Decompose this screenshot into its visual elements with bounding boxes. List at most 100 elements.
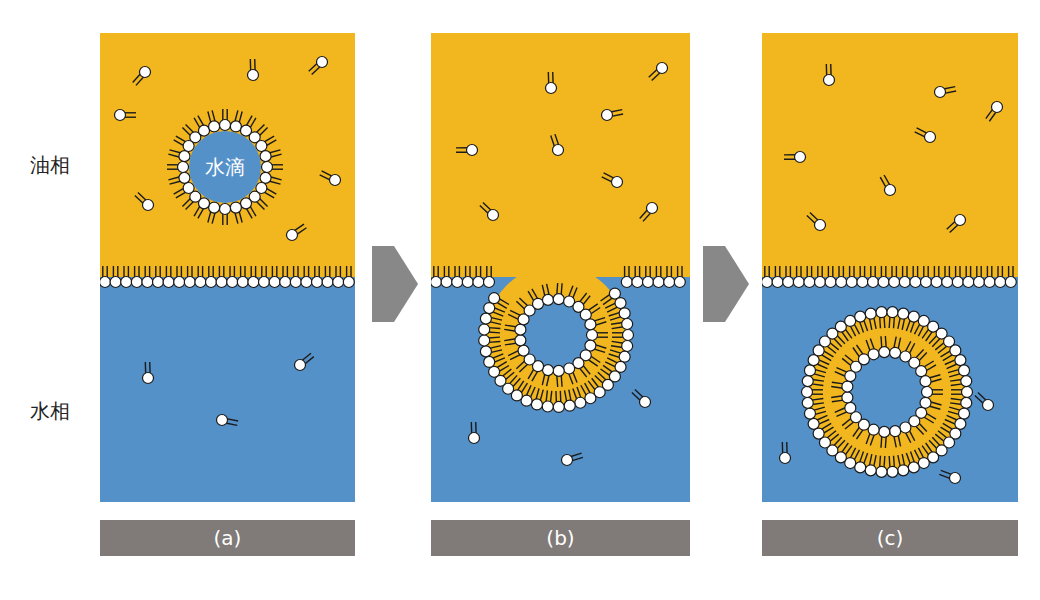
bilayer-oil	[486, 265, 626, 405]
lipid-head	[260, 172, 271, 183]
lipid-tail	[269, 150, 281, 153]
lipid-tail	[297, 228, 307, 235]
lipid-tail	[951, 384, 963, 386]
lipid-head	[961, 397, 972, 408]
lipid-tail	[906, 320, 910, 331]
lipid-head	[925, 132, 936, 143]
lipid-tail	[198, 116, 204, 126]
lipid-head	[959, 365, 970, 376]
lipid-tail	[811, 384, 823, 386]
lipid-head	[931, 277, 942, 288]
lipid-tail	[949, 374, 961, 377]
lipid-head	[564, 400, 575, 411]
lipid-tail	[894, 337, 896, 349]
lipid-head	[855, 311, 866, 322]
water-droplet: 水滴	[189, 131, 261, 203]
lipid-tail	[821, 354, 831, 360]
lipid-tail	[835, 408, 846, 413]
lipid-tail	[864, 320, 868, 331]
lipid-head	[473, 277, 484, 288]
lipid-head	[793, 277, 804, 288]
lipid-head	[110, 277, 121, 288]
lipid-head	[808, 418, 819, 429]
lipid-head	[237, 277, 248, 288]
lipid-tail	[508, 314, 519, 319]
lipid-tail	[835, 372, 846, 377]
step-arrow	[703, 246, 749, 322]
lipid-tail	[573, 287, 577, 298]
lipid-tail	[926, 365, 936, 371]
lipid-tail	[489, 322, 501, 325]
lipid-tail	[496, 362, 506, 368]
lipid-tail	[818, 360, 829, 365]
lipid-tail	[919, 353, 927, 362]
lipid-tail	[864, 453, 868, 464]
lipid-head	[842, 381, 853, 392]
lipid-tail	[208, 211, 211, 223]
lipid-head	[842, 392, 853, 403]
lipid-head	[942, 277, 953, 288]
lipid-tail	[922, 329, 929, 339]
bilayer-oil	[809, 314, 965, 470]
lipid-tail	[510, 310, 521, 315]
lipid-head	[290, 277, 301, 288]
lipid-head	[950, 473, 961, 484]
lipid-head	[772, 277, 783, 288]
lipid-tail	[909, 430, 915, 441]
lipid-tail	[978, 392, 987, 400]
lipid-head	[452, 277, 463, 288]
lipid-tail	[246, 116, 252, 126]
lipid-head	[317, 57, 328, 68]
phase-panel	[762, 33, 1018, 502]
lipid-tail	[945, 420, 956, 425]
lipid-head	[587, 330, 598, 341]
lipid-tail	[923, 417, 933, 423]
lipid-head	[312, 277, 323, 288]
lipid-head	[879, 426, 890, 437]
lipid-head	[174, 277, 185, 288]
lipid-tail	[264, 136, 274, 142]
lipid-tail	[176, 192, 186, 198]
lipid-head	[632, 277, 643, 288]
lipid-tail	[816, 364, 827, 369]
lipid-head	[585, 319, 596, 330]
lipid-tail	[911, 452, 915, 463]
lipid-tail	[569, 373, 573, 384]
lipid-tail	[595, 345, 606, 349]
lipid-head	[484, 277, 495, 288]
lipid-head	[910, 277, 921, 288]
lipid-tail	[532, 289, 538, 299]
lipid-head	[209, 121, 220, 132]
lipid-tail	[235, 110, 238, 122]
lipid-tail	[528, 291, 534, 301]
lipid-tail	[226, 419, 238, 421]
lipid-head	[865, 308, 876, 319]
lipid-tail	[932, 437, 940, 446]
lipid-head	[227, 277, 238, 288]
lipid-head	[178, 162, 189, 173]
lipid-tail	[322, 171, 333, 176]
lipid-head	[955, 215, 966, 226]
lipid-head	[115, 110, 126, 121]
lipid-head	[542, 294, 553, 305]
lipid-tail	[186, 124, 194, 132]
lipid-tail	[239, 211, 242, 223]
water-phase	[100, 277, 355, 502]
lipid-head	[163, 277, 174, 288]
lipid-tail	[246, 208, 252, 218]
lipid-tail	[604, 173, 615, 178]
lipid-tail	[505, 325, 517, 327]
lipid-head	[878, 277, 889, 288]
lipid-tail	[592, 378, 599, 388]
lipid-tail	[577, 387, 581, 398]
lipid-head	[640, 397, 651, 408]
lipid-head	[602, 110, 613, 121]
lipid-tail	[947, 415, 958, 420]
lipid-tail	[170, 181, 182, 184]
lipid-head	[995, 277, 1006, 288]
lipid-head	[131, 277, 142, 288]
lipid-tail	[898, 317, 900, 329]
lipid-head	[621, 277, 632, 288]
lipid-head	[184, 277, 195, 288]
